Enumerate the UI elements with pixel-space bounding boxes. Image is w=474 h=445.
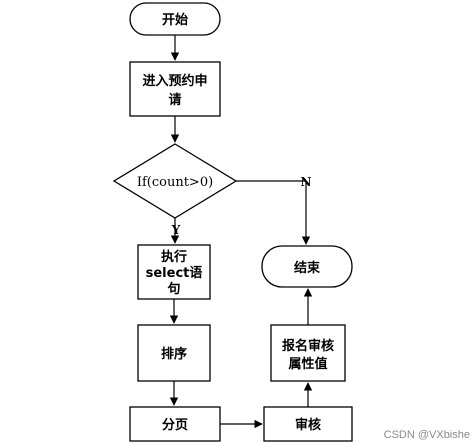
sort-node (137, 324, 211, 382)
execute-select-node (137, 244, 211, 300)
report-attribute-label-line2: 属性值 (288, 356, 327, 372)
paging-label: 分页 (162, 417, 188, 433)
execute-select-label-line1: 执行 (161, 249, 187, 265)
review-node (263, 406, 353, 442)
start-label: 开始 (162, 12, 188, 28)
execute-select-label-line2: select语 (146, 266, 203, 281)
enter-request-label-line1: 进入预约申 (142, 73, 207, 89)
yes-label: Y (171, 223, 181, 237)
execute-select-label-line3: 句 (167, 281, 180, 297)
paging-node (129, 406, 221, 442)
edge-no-to-end (236, 180, 311, 245)
enter-request-label-line2: 请 (168, 92, 181, 108)
watermark-text: CSDN @VXbishe (384, 429, 470, 441)
condition-label: If(count>0) (137, 175, 213, 190)
review-label: 审核 (295, 417, 321, 433)
report-attribute-label-line1: 报名审核 (282, 338, 334, 354)
report-attribute-node (270, 324, 346, 382)
sort-label: 排序 (161, 346, 187, 362)
enter-request-node (129, 61, 221, 117)
end-node (261, 245, 353, 288)
no-label: N (301, 175, 312, 189)
end-label: 结束 (294, 260, 321, 276)
